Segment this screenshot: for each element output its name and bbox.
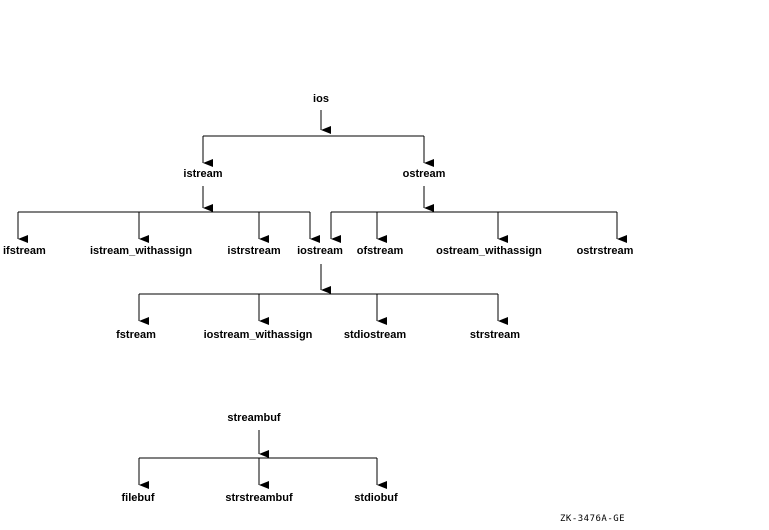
- node-filebuf: filebuf: [121, 492, 155, 504]
- node-fstream: fstream: [116, 329, 156, 341]
- figure-id: ZK-3476A-GE: [560, 514, 626, 524]
- node-ofstream: ofstream: [356, 245, 404, 257]
- node-stdiobuf: stdiobuf: [354, 492, 398, 504]
- node-strstream: strstream: [469, 329, 521, 341]
- node-streambuf: streambuf: [227, 412, 281, 424]
- node-strstreambuf: strstreambuf: [225, 492, 293, 504]
- node-istream: istream: [183, 168, 223, 180]
- node-ifstream: ifstream: [3, 245, 46, 257]
- node-ostrstream: ostrstream: [576, 245, 634, 257]
- node-iostream: iostream: [297, 245, 343, 257]
- node-ostream-withassign: ostream_withassign: [436, 245, 542, 257]
- node-iostream-withassign: iostream_withassign: [203, 329, 313, 341]
- node-ostream: ostream: [402, 168, 446, 180]
- node-istream-withassign: istream_withassign: [89, 245, 193, 257]
- node-istrstream: istrstream: [227, 245, 281, 257]
- node-ios: ios: [313, 93, 329, 105]
- node-stdiostream: stdiostream: [343, 329, 407, 341]
